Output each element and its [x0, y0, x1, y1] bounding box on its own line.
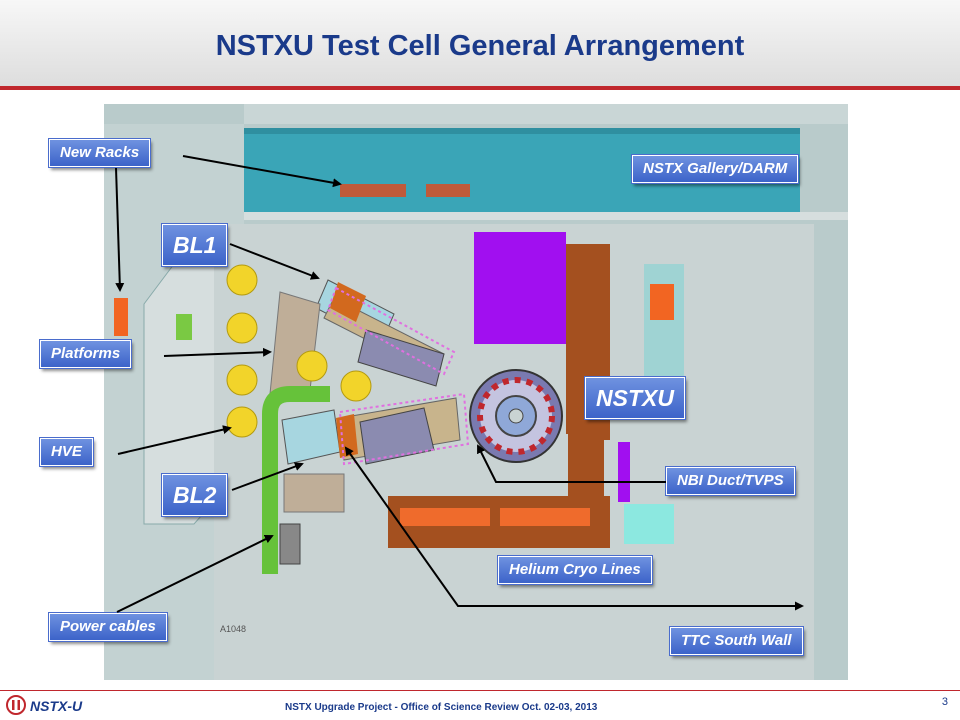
- purple-block: [474, 232, 566, 344]
- rack-2: [426, 184, 470, 197]
- cyan-box: [624, 504, 674, 544]
- callout-hve: HVE: [39, 437, 94, 467]
- bl1-frame: [326, 286, 456, 376]
- south-wall-orange-1: [400, 508, 490, 526]
- green-cabinet: [176, 314, 192, 340]
- callout-new-racks: New Racks: [47, 138, 152, 168]
- orange-unit: [650, 284, 674, 320]
- hve-sphere-2: [226, 312, 258, 344]
- gallery-strip: [244, 128, 800, 134]
- drawing-id: A1048: [220, 624, 246, 634]
- hve-sphere-6: [340, 370, 372, 402]
- footer-rule: [0, 690, 960, 691]
- power-cable-path: [262, 386, 330, 574]
- test-cell-floor-plan: A1048: [104, 104, 848, 680]
- bl1-vessel: [357, 329, 445, 387]
- page-number: 3: [941, 696, 948, 708]
- gallery-border: [244, 212, 848, 220]
- callout-helium: Helium Cryo Lines: [497, 555, 653, 585]
- title-band: [0, 0, 960, 90]
- callout-nstxu: NSTXU: [584, 376, 686, 420]
- hve-sphere-3: [226, 364, 258, 396]
- hve-sphere-1: [226, 264, 258, 296]
- callout-bl1: BL1: [160, 223, 229, 267]
- right-equipment: [644, 264, 684, 384]
- purple-strip: [618, 442, 630, 502]
- callout-nbi: NBI Duct/TVPS: [665, 466, 796, 496]
- hve-sphere-5: [296, 350, 328, 382]
- page-title: NSTXU Test Cell General Arrangement: [215, 30, 745, 62]
- footer-text: NSTX Upgrade Project - Office of Science…: [285, 702, 598, 713]
- nstx-logo-icon: [6, 695, 26, 715]
- beamline-1: [315, 279, 456, 387]
- callout-platforms: Platforms: [38, 339, 133, 369]
- callout-bl2: BL2: [160, 473, 229, 517]
- nstxu-machine: [469, 369, 563, 463]
- machine-center: [508, 408, 524, 424]
- bl2-frame: [338, 392, 470, 466]
- south-wall-orange-2: [500, 508, 590, 526]
- title-underline: [0, 86, 960, 90]
- callout-ttc: TTC South Wall: [669, 626, 804, 656]
- callout-power: Power cables: [48, 612, 168, 642]
- callout-gallery: NSTX Gallery/DARM: [630, 154, 800, 184]
- rack-1: [340, 184, 406, 197]
- hve-sphere-4: [226, 406, 258, 438]
- power-cabinet: [279, 523, 301, 565]
- platform-lower: [283, 473, 345, 513]
- beamline-2: [281, 392, 470, 466]
- bl1-brown: [330, 282, 366, 322]
- top-wall: [244, 104, 848, 124]
- new-rack-left: [114, 298, 128, 336]
- footer-logo-text: NSTX-U: [30, 698, 83, 714]
